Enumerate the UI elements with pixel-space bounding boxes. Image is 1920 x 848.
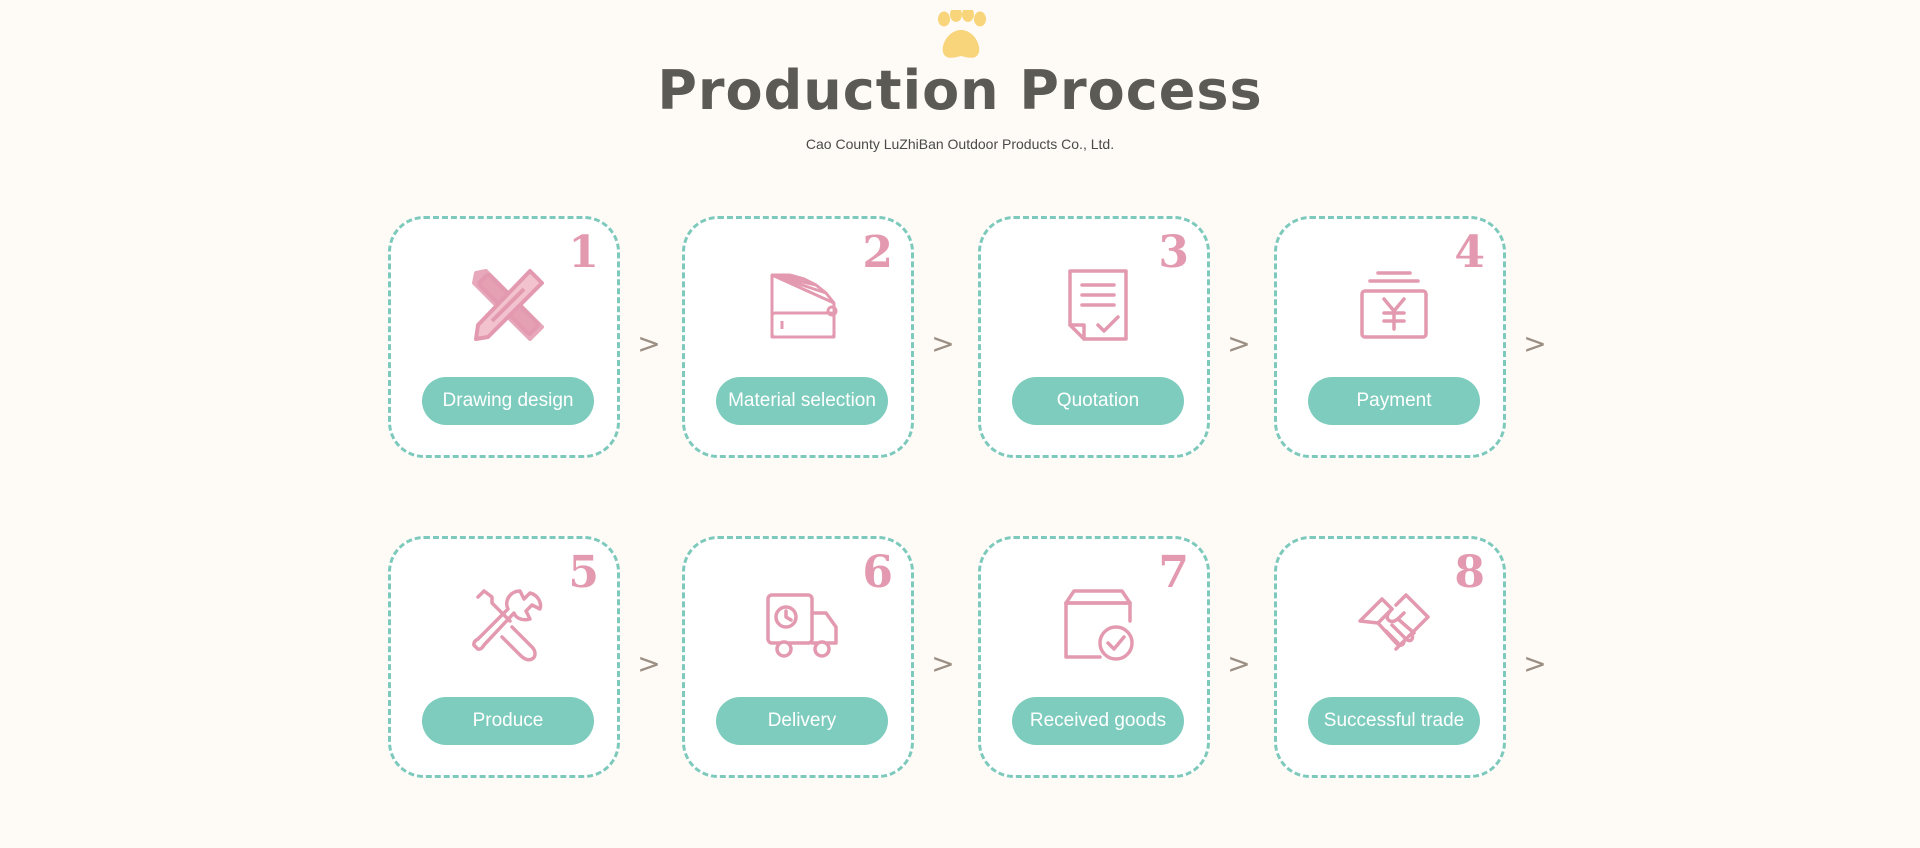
handshake-icon — [1358, 593, 1430, 651]
step-label: Produce — [422, 697, 594, 745]
document-check-icon — [1068, 269, 1128, 341]
arrow-next: > — [637, 327, 661, 360]
arrow-next: > — [1523, 327, 1547, 360]
step-number: 2 — [862, 227, 893, 278]
step-card-frame: 1 Drawing design — [388, 216, 620, 458]
step-number: 1 — [568, 227, 599, 278]
step-card-frame: 7 Received goods — [978, 536, 1210, 778]
step-label: Received goods — [1012, 697, 1184, 745]
step-card-4: 4 Payment — [1274, 216, 1506, 458]
arrow-next: > — [1227, 647, 1251, 680]
step-card-2: 2 Material selection — [682, 216, 914, 458]
step-label: Delivery — [716, 697, 888, 745]
step-card-frame: 2 Material selection — [682, 216, 914, 458]
step-card-frame: 6 Delivery — [682, 536, 914, 778]
step-label: Quotation — [1012, 377, 1184, 425]
step-card-8: 8 Successful trade — [1274, 536, 1506, 778]
step-card-7: 7 Received goods — [978, 536, 1210, 778]
step-number: 8 — [1454, 547, 1485, 598]
pencil-ruler-icon — [472, 269, 544, 341]
delivery-truck-icon — [766, 593, 838, 658]
step-card-6: 6 Delivery — [682, 536, 914, 778]
step-card-3: 3 Quotation — [978, 216, 1210, 458]
swatch-fan-icon — [770, 273, 838, 339]
step-label: Material selection — [716, 377, 888, 425]
step-card-frame: 8 Successful trade — [1274, 536, 1506, 778]
paw-icon — [938, 10, 986, 58]
yuan-payment-icon — [1360, 271, 1428, 339]
step-card-5: 5 Produce — [388, 536, 620, 778]
step-label: Payment — [1308, 377, 1480, 425]
step-number: 7 — [1158, 547, 1189, 598]
arrow-next: > — [931, 647, 955, 680]
step-card-1: 1 Drawing design — [388, 216, 620, 458]
step-number: 5 — [568, 547, 599, 598]
step-label: Drawing design — [422, 377, 594, 425]
step-number: 3 — [1158, 227, 1189, 278]
wrench-screwdriver-icon — [472, 589, 543, 662]
arrow-next: > — [1227, 327, 1251, 360]
arrow-next: > — [931, 327, 955, 360]
step-number: 4 — [1454, 227, 1485, 278]
arrow-next: > — [1523, 647, 1547, 680]
arrow-next: > — [637, 647, 661, 680]
step-card-frame: 4 Payment — [1274, 216, 1506, 458]
page-subtitle: Cao County LuZhiBan Outdoor Products Co.… — [805, 136, 1115, 152]
step-number: 6 — [862, 547, 893, 598]
page-title: Production Process — [657, 59, 1263, 122]
step-card-frame: 5 Produce — [388, 536, 620, 778]
box-check-icon — [1064, 589, 1134, 661]
step-card-frame: 3 Quotation — [978, 216, 1210, 458]
step-label: Successful trade — [1308, 697, 1480, 745]
